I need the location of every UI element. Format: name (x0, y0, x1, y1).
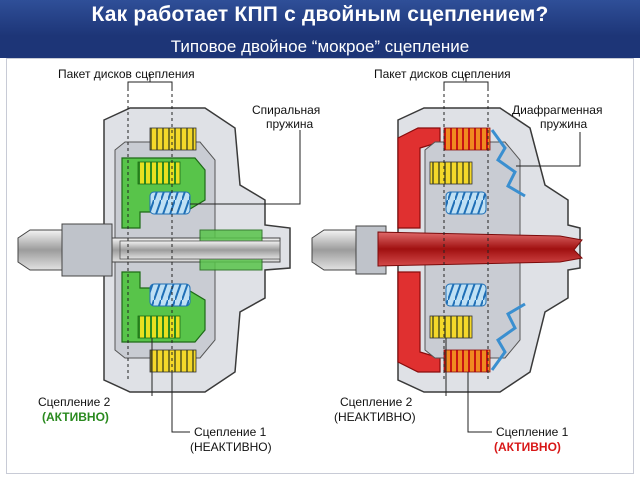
right-input-shaft (311, 229, 357, 271)
left-spring-leader (190, 130, 301, 205)
left-disc-pack-bracket (127, 74, 173, 88)
left-clutch-diagram: Пакет дисков сцепления Спиральная пружин… (17, 67, 320, 454)
left-spring-top (149, 191, 191, 215)
left-label-spring-2: пружина (266, 117, 314, 131)
left-label-clutch2-state: (АКТИВНО) (42, 410, 109, 424)
left-spring-bottom (149, 283, 191, 307)
left-label-spring-1: Спиральная (252, 103, 320, 117)
right-spring-top (445, 191, 487, 215)
right-label-spring-1: Диафрагменная (512, 103, 602, 117)
right-clutch2-discs-top (429, 161, 473, 185)
subtitle-bar: Типовое двойное “мокрое” сцепление (0, 36, 640, 58)
left-clutch1-discs-bottom (149, 349, 197, 373)
right-label-disc-pack: Пакет дисков сцепления (374, 67, 511, 81)
right-label-clutch1: Сцепление 1 (496, 425, 569, 439)
right-clutch1-discs-top (443, 127, 491, 151)
left-clutch1-discs-top (149, 127, 197, 151)
left-clutch1-leader (171, 370, 190, 433)
right-label-clutch1-state: (АКТИВНО) (494, 440, 561, 454)
left-output-shaft-core (119, 240, 281, 260)
right-red-drum (397, 127, 441, 373)
right-clutch1-leader (467, 372, 492, 433)
right-clutch2-discs-bottom (429, 315, 473, 339)
left-hub-collar (61, 223, 113, 277)
page-title: Как работает КПП с двойным сцеплением? (91, 3, 549, 26)
right-diaphragm-spring-bottom (490, 302, 526, 371)
right-spring-bottom (445, 283, 487, 307)
right-red-output-shaft (377, 231, 584, 267)
left-label-disc-pack: Пакет дисков сцепления (58, 67, 195, 81)
left-label-clutch1-state: (НЕАКТИВНО) (190, 440, 272, 454)
right-disc-pack-bracket (443, 74, 489, 88)
header-bar: Как работает КПП с двойным сцеплением? (0, 0, 640, 36)
left-label-clutch2: Сцепление 2 (38, 395, 111, 409)
right-label-clutch2: Сцепление 2 (340, 395, 413, 409)
left-input-shaft (17, 229, 63, 271)
left-label-clutch1: Сцепление 1 (194, 425, 267, 439)
right-label-spring-2: пружина (540, 117, 588, 131)
left-clutch2-discs-bottom (137, 315, 181, 339)
left-clutch2-discs-top (137, 161, 181, 185)
right-spring-leader (516, 132, 581, 167)
page-subtitle: Типовое двойное “мокрое” сцепление (170, 37, 470, 56)
right-diaphragm-spring-top (490, 129, 526, 198)
right-clutch-diagram: Пакет дисков сцепления Диафрагменная пру… (311, 67, 602, 454)
right-label-clutch2-state: (НЕАКТИВНО) (334, 410, 416, 424)
right-clutch1-discs-bottom (443, 349, 491, 373)
